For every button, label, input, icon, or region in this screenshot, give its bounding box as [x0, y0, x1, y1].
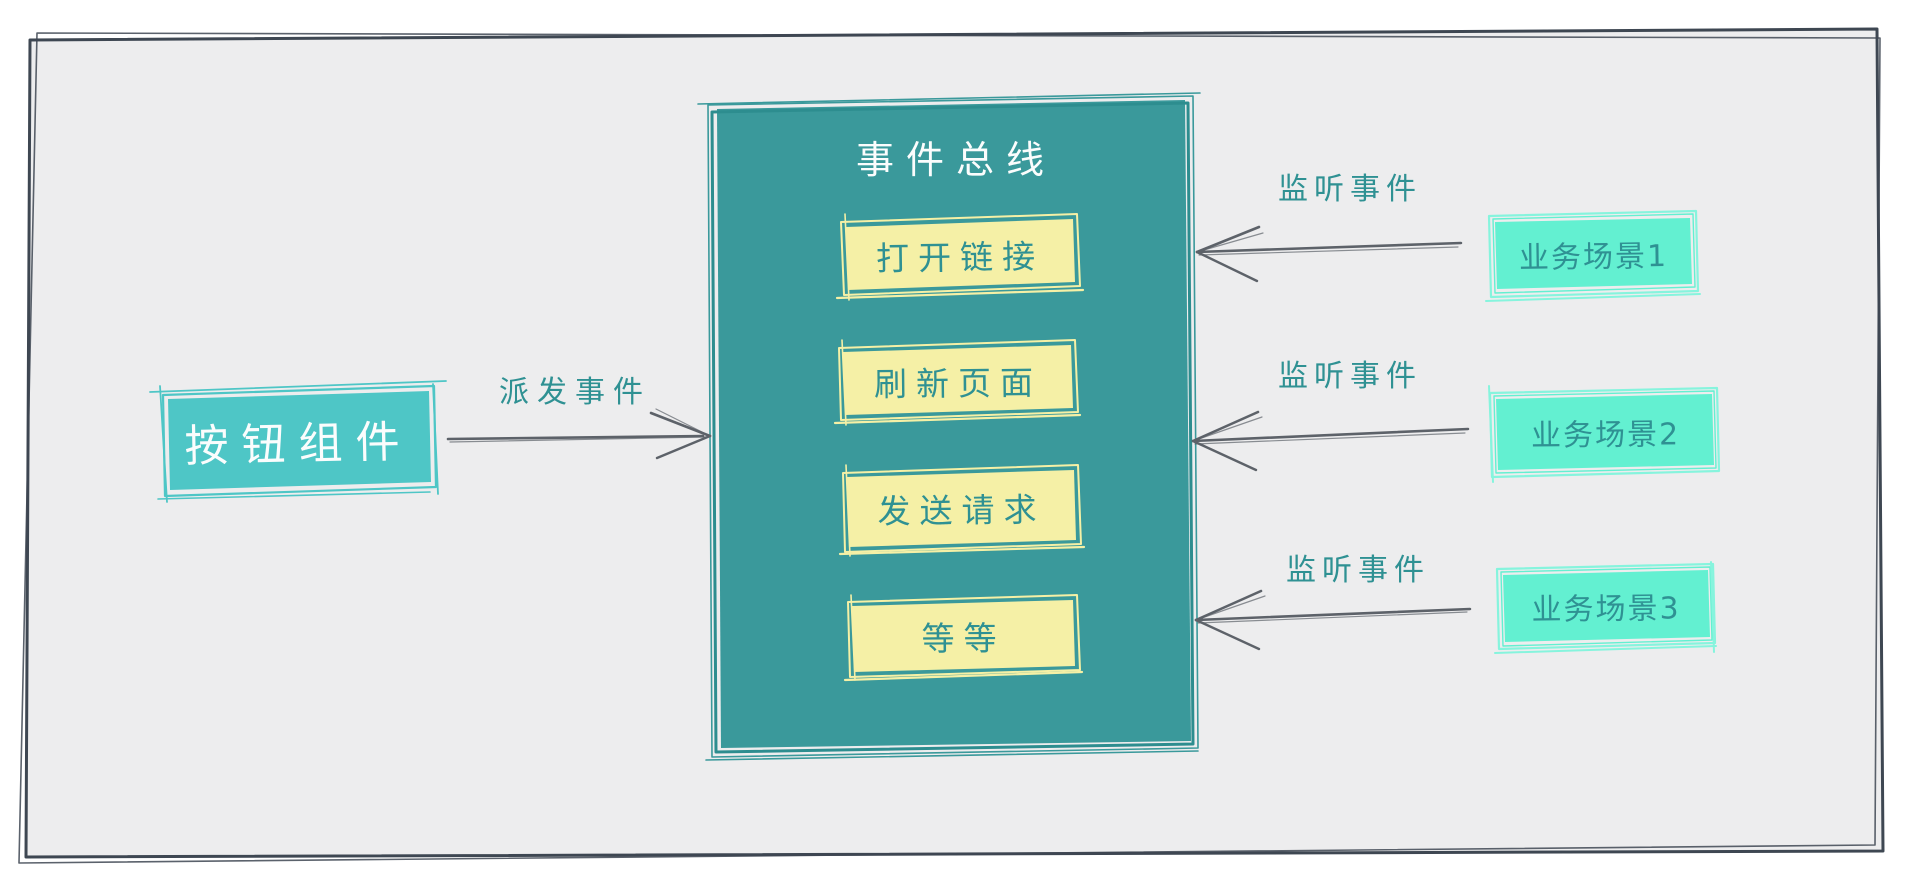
consumer-box-label-1: 业务场景1	[1518, 238, 1669, 276]
consumer-box-1	[1485, 209, 1701, 302]
listen-arrow-label-2: 监听事件	[1278, 359, 1422, 394]
event-card-etc	[843, 594, 1084, 682]
consumer-box-2	[1488, 385, 1721, 483]
event-card-label-open-link: 打开链接	[875, 236, 1045, 279]
listen-arrow-3	[1194, 589, 1472, 651]
dispatch-arrow	[446, 408, 712, 460]
listen-arrow-label-3: 监听事件	[1286, 553, 1430, 588]
dispatch-arrow-label: 派发事件	[499, 375, 651, 410]
consumer-box-3	[1494, 561, 1717, 654]
event-card-send-request	[838, 464, 1086, 557]
listen-arrow-2	[1191, 410, 1470, 472]
event-card-open-link	[835, 213, 1085, 301]
consumer-box-label-3: 业务场景3	[1531, 590, 1681, 628]
event-card-label-send-request: 发送请求	[877, 489, 1046, 532]
producer-box	[149, 380, 447, 503]
listen-arrow-label-1: 监听事件	[1278, 172, 1422, 207]
event-bus-title: 事件总线	[855, 137, 1056, 182]
event-card-refresh-page	[833, 339, 1082, 426]
event-card-label-etc: 等等	[921, 618, 1006, 659]
producer-box-label: 按钮组件	[184, 416, 414, 473]
listen-arrow-1	[1195, 225, 1463, 283]
event-card-label-refresh-page: 刷新页面	[873, 363, 1043, 404]
consumer-box-label-2: 业务场景2	[1530, 417, 1681, 454]
